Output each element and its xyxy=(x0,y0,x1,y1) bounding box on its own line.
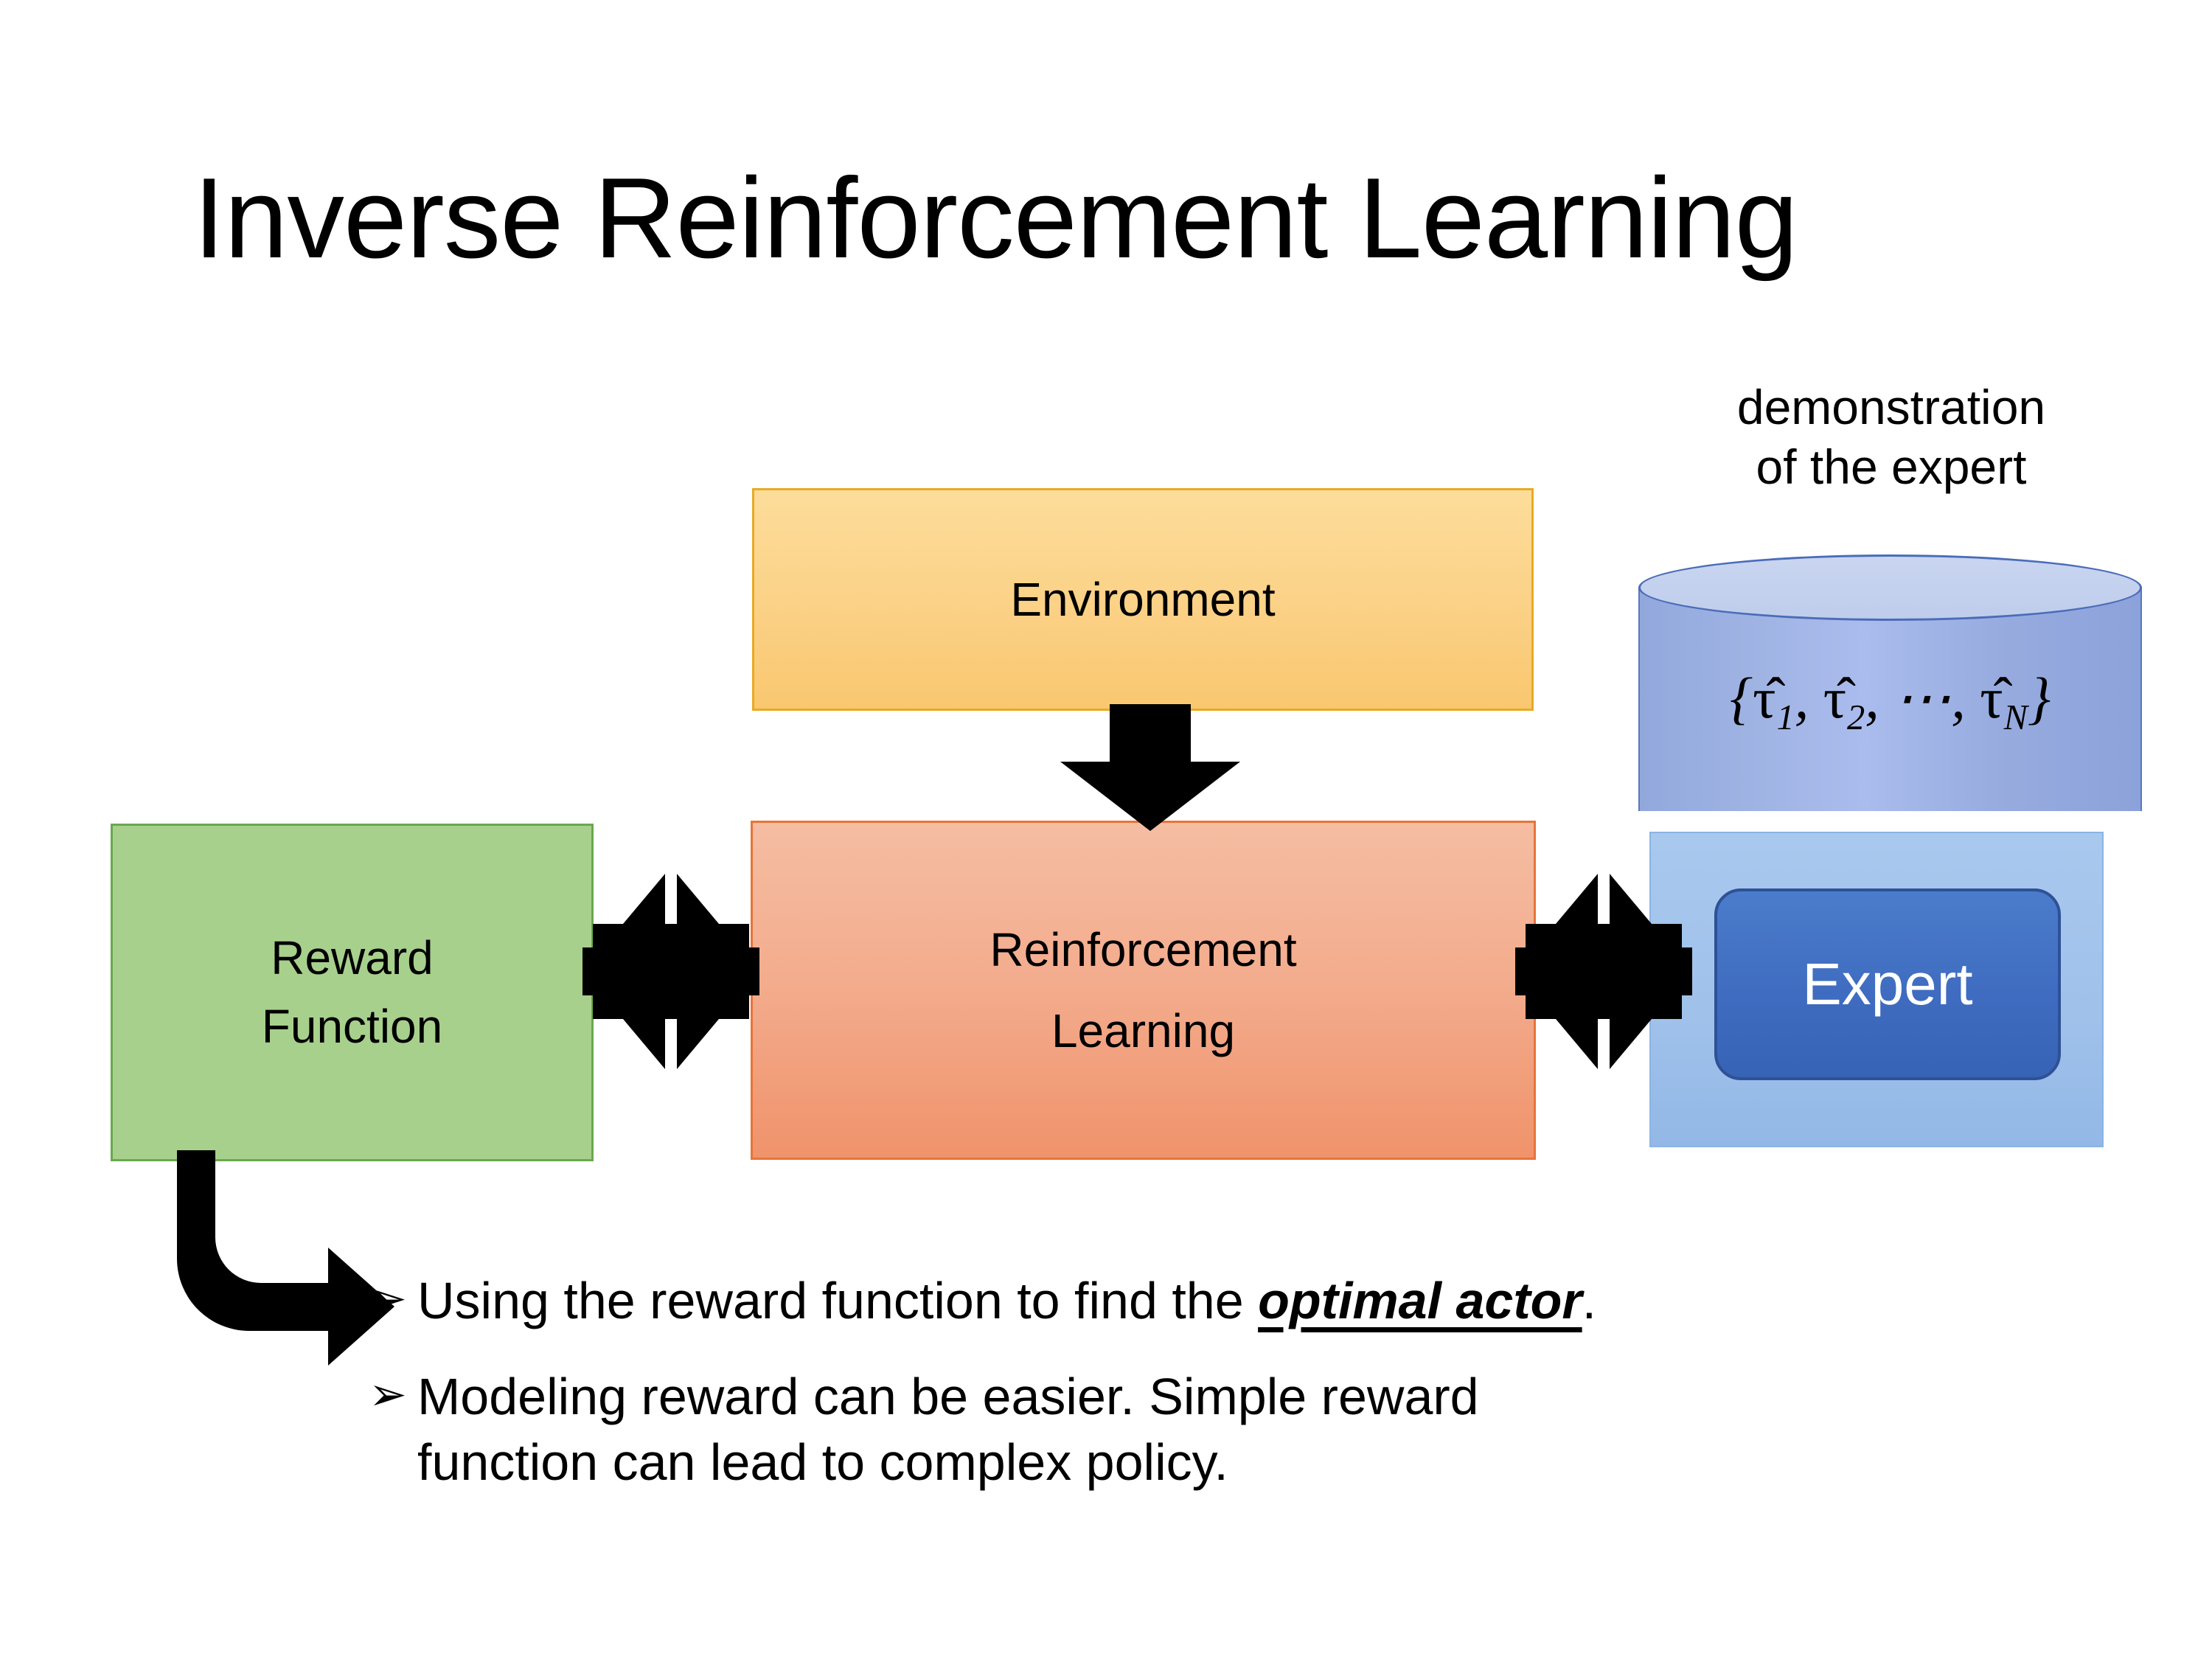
expert-chip-label: Expert xyxy=(1802,951,1973,1017)
reward-label-line1: Reward xyxy=(271,931,434,985)
demonstration-database-cylinder: {τ̂1, τ̂2, ⋯, τ̂N} xyxy=(1638,554,2142,844)
reinforcement-learning-box-label: Reinforcement Learning xyxy=(990,909,1296,1071)
bullet-2-prefix: Modeling reward can be easier. Simple re… xyxy=(417,1367,1479,1425)
rl-to-expert-quad-arrow xyxy=(1515,874,1692,1069)
bullet-1-suffix: . xyxy=(1582,1272,1597,1329)
demonstration-caption-line2: of the expert xyxy=(1756,439,2027,494)
bullet-1-emphasis: optimal actor xyxy=(1258,1272,1582,1329)
bullet-1-prefix: Using the reward function to find the xyxy=(417,1272,1259,1329)
cylinder-top-ellipse xyxy=(1638,554,2142,621)
bullet-marker-icon: ➢ xyxy=(369,1368,407,1420)
rl-label-line2: Learning xyxy=(1051,1004,1236,1057)
page-title: Inverse Reinforcement Learning xyxy=(193,154,1798,282)
reward-function-box[interactable]: Reward Function xyxy=(111,824,594,1161)
environment-box[interactable]: Environment xyxy=(752,488,1534,711)
reward-to-bullets-elbow-arrow xyxy=(177,1150,394,1366)
reward-function-box-label: Reward Function xyxy=(262,924,442,1061)
bullet-text-1: Using the reward function to find the op… xyxy=(417,1268,2101,1335)
list-item: ➢ Using the reward function to find the … xyxy=(369,1268,2101,1335)
cylinder-body xyxy=(1638,587,2142,811)
bullet-text-2: Modeling reward can be easier. Simple re… xyxy=(417,1364,2101,1496)
demonstration-caption: demonstration of the expert xyxy=(1644,378,2138,496)
expert-chip[interactable]: Expert xyxy=(1714,888,2061,1080)
bullet-list: ➢ Using the reward function to find the … xyxy=(369,1268,2101,1526)
demonstration-caption-line1: demonstration xyxy=(1736,380,2046,434)
bullet-2-line2: function can lead to complex policy. xyxy=(417,1433,1228,1492)
environment-box-label: Environment xyxy=(1010,572,1276,626)
reward-to-rl-quad-arrow xyxy=(582,874,759,1069)
bullet-marker-icon: ➢ xyxy=(369,1273,407,1324)
reward-label-line2: Function xyxy=(261,1000,443,1053)
rl-label-line1: Reinforcement xyxy=(990,922,1297,976)
environment-to-rl-arrow xyxy=(1060,704,1240,831)
trajectory-set-formula: {τ̂1, τ̂2, ⋯, τ̂N} xyxy=(1729,666,2051,738)
list-item: ➢ Modeling reward can be easier. Simple … xyxy=(369,1364,2101,1496)
reinforcement-learning-box[interactable]: Reinforcement Learning xyxy=(751,821,1536,1160)
